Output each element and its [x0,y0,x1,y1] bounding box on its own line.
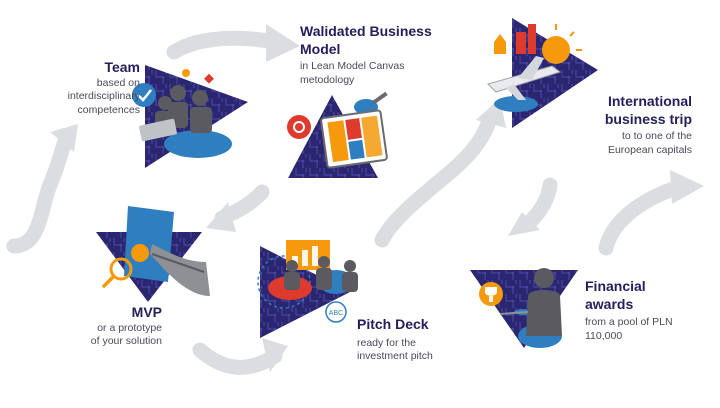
model-title-line-1: Walidated Business [300,23,432,39]
flow-arrow-team-to-model [166,30,284,60]
svg-text:ABC: ABC [329,310,343,317]
pitch-illustration: ABC [257,240,358,338]
team-title: Team [104,59,140,75]
team-desc-line-1: based on [96,76,140,89]
awards-title-line-2: awards [585,295,634,312]
team-illustration [132,65,248,168]
trip-title-line-2: business trip [604,110,692,127]
trip-illustration [487,18,598,128]
model-title-line-2: Model [300,40,341,57]
pitch-label: Pitch Deck ready for the investment pitc… [357,316,487,364]
arrow-head-mvp-to-pitch [262,338,288,372]
pitch-desc-line-2: investment pitch [357,350,433,363]
flow-arrow-start [6,130,74,254]
arrow-head-start [50,124,78,152]
flow-arrow-mvp-to-pitch [192,342,283,375]
mvp-desc-line-2: of your solution [90,335,162,348]
awards-desc-line-2: 110,000 [585,329,623,342]
trip-title-line-1: International [607,93,692,109]
trip-label: International business trip to to one of… [560,93,692,157]
arrow-head-team-to-model [266,24,300,62]
model-illustration [287,91,388,178]
arrow-head-model-to-mvp [206,202,236,232]
awards-title-line-1: Financial [585,278,646,294]
flow-arrows [6,30,684,375]
mvp-illustration [96,206,210,302]
awards-desc-line-1: from a pool of PLN [585,316,673,328]
team-desc-line-2: interdisciplinary [67,90,140,103]
team-desc-line-3: competences [77,103,140,116]
model-label: Walidated Business Model in Lean Model C… [300,23,460,87]
trip-desc-line-1: to to one of the [621,130,692,142]
model-desc-line-2: metodology [300,73,355,86]
pitch-title: Pitch Deck [357,316,429,332]
model-desc-line-1: in Lean Model Canvas [300,60,405,72]
team-label: Team based on interdisciplinary competen… [22,59,140,117]
flow-arrow-end [598,180,684,256]
mvp-desc-line-1: or a prototype [97,321,162,334]
flow-arrow-trip-to-awards [522,177,558,230]
awards-label: Financial awards from a pool of PLN 110,… [585,278,710,343]
mvp-label: MVP or a prototype of your solution [30,304,162,349]
arrow-head-end [670,170,704,204]
mvp-title: MVP [131,304,162,320]
trip-desc-line-2: European capitals [607,143,692,156]
pitch-desc-line-1: ready for the [357,336,416,349]
flow-arrow-pitch-to-trip [374,110,498,248]
arrow-head-trip-to-awards [508,212,540,236]
awards-illustration [470,268,578,348]
